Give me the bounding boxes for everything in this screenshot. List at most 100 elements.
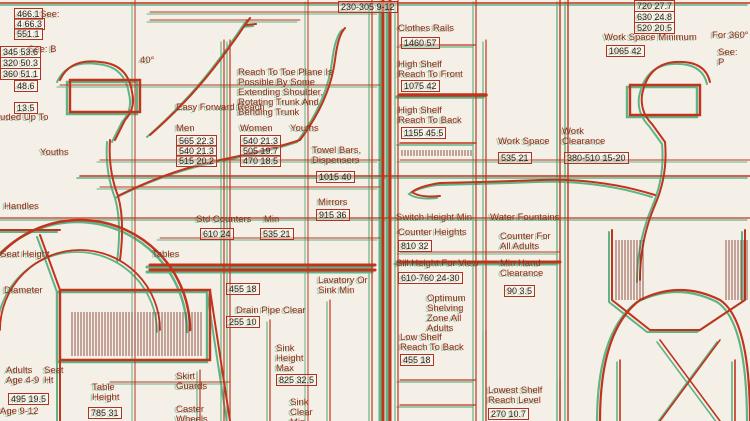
dim-wom-470: 470 18.5 xyxy=(240,155,282,167)
legs-right xyxy=(619,359,736,421)
label-table-height: Table Height xyxy=(92,382,120,403)
dim-top-551: 551.1 xyxy=(14,28,43,40)
ghost-wheel-left xyxy=(0,220,189,334)
left-center-guides xyxy=(223,39,231,421)
dim-front-1075: 1075 42 xyxy=(401,80,440,92)
ghost-counter-bar xyxy=(145,265,374,274)
dim-wsm-1065: 1065 42 xyxy=(606,45,645,57)
label-caster-wheels: Caster Wheels xyxy=(176,404,208,421)
label-easy-forward-reach: Easy Forward Reach xyxy=(176,102,265,113)
label-youths-left: Youths xyxy=(40,147,69,158)
dim-age-495: 495 19.5 xyxy=(8,393,50,405)
ghost-legs-right xyxy=(616,361,733,421)
dim-table-785: 785 31 xyxy=(88,407,122,419)
label-see-p: See: P xyxy=(718,47,738,68)
wheel-right xyxy=(598,288,750,421)
dim-hand-90: 90 3.5 xyxy=(504,285,536,297)
backrest-left xyxy=(39,234,61,421)
ghost-right-headset xyxy=(625,85,699,119)
dim-men-540: 540 21.3 xyxy=(176,145,218,157)
top-guides xyxy=(149,11,381,21)
wheel-left-inner xyxy=(0,249,161,331)
cross-brace-right xyxy=(659,339,721,421)
label-uded-up-to: uded Up To xyxy=(0,112,49,123)
label-water-fountains: Water Fountains xyxy=(490,212,560,223)
right-head xyxy=(640,60,711,143)
ghost-top-guides xyxy=(146,13,378,23)
label-towel-bars: Towel Bars, Dispensers xyxy=(312,145,362,166)
seat-hatch-right-a xyxy=(615,240,644,300)
dim-lowest-270: 270 10.7 xyxy=(488,408,530,420)
label-angle-40: 40° xyxy=(140,55,155,66)
label-see-top: See: xyxy=(40,9,60,20)
label-sink-clear-min: Sink Clear Min xyxy=(290,397,313,421)
label-seat-height: Seat Height xyxy=(0,249,50,260)
label-youths-top: Youths xyxy=(290,123,319,134)
center-wall xyxy=(381,0,392,421)
label-women: Women xyxy=(240,123,273,134)
ghost-right-guides xyxy=(556,1,566,421)
label-min-hand-clearance: Min Hand Clearance xyxy=(500,258,544,279)
label-high-shelf-back: High Shelf Reach To Back xyxy=(398,105,462,126)
ghost-cross-brace-right xyxy=(656,341,718,421)
label-work-space-minimum: Work Space Minimum xyxy=(604,32,697,43)
label-men: Men xyxy=(176,123,195,134)
label-switch-height-min: Switch Height Min xyxy=(396,212,473,223)
label-see-b: See: B xyxy=(28,44,57,55)
label-clothes-rails: Clothes Rails xyxy=(398,23,454,34)
label-lowest-shelf: Lowest Shelf Reach Level xyxy=(488,385,543,406)
leg-frame-left xyxy=(209,289,231,421)
label-sill-height: Sill Height For View xyxy=(396,258,479,269)
right-body xyxy=(639,141,667,281)
dim-towel-1015: 1015 40 xyxy=(316,171,355,183)
label-handles: Handles xyxy=(4,201,39,212)
dim-sink-825: 825 32.5 xyxy=(276,374,318,386)
label-low-shelf-back: Low Shelf Reach To Back xyxy=(400,332,464,353)
dim-top-466b: 4 66.3 xyxy=(14,18,46,30)
label-age-9-12: Age 9-12 xyxy=(0,406,39,417)
dim-wom-505: 505 19.7 xyxy=(240,145,282,157)
dim-men-515: 515 20.2 xyxy=(176,155,218,167)
ghost-seat-frame-right xyxy=(608,231,743,333)
left-headset xyxy=(68,78,142,114)
label-counter-all-adults: Counter For All Adults xyxy=(500,231,551,252)
dim-drain-255: 255 10 xyxy=(226,316,260,328)
shelf-hatch xyxy=(401,150,472,156)
label-skirt-guards: Skirt Guards xyxy=(176,371,208,392)
left-head xyxy=(59,60,135,141)
dim-std-610: 610 24 xyxy=(200,228,234,240)
dim-men-565: 565 22.3 xyxy=(176,135,218,147)
dim-left-360: 360 51.1 xyxy=(0,68,42,80)
label-reach-to-toe: Reach To Toe Plane Is Possible By Some E… xyxy=(238,67,333,118)
label-mirrors: Mirrors xyxy=(318,197,348,208)
label-sink-height-max: Sink Height Max xyxy=(276,343,304,374)
dim-sill-610: 610-760 24-30 xyxy=(398,272,463,284)
dim-wc-380: 380-510 15-20 xyxy=(564,152,629,164)
ghost-lower-guides-right xyxy=(482,331,558,421)
dim-left-13: 13.5 xyxy=(14,102,38,114)
dim-low-455: 455 18 xyxy=(400,354,434,366)
label-work-clearance: Work Clearance xyxy=(562,126,606,147)
label-min: Min xyxy=(264,214,280,225)
dim-top-520: 520 20.5 xyxy=(634,22,676,34)
dim-ws-535: 535 21 xyxy=(498,152,532,164)
ghost-shelf-lines-low xyxy=(396,381,474,408)
right-hand xyxy=(410,182,441,198)
left-hand xyxy=(244,17,257,26)
ghost-left-headset xyxy=(65,80,139,116)
dim-left-48: 48.6 xyxy=(14,80,38,92)
right-arm xyxy=(439,178,656,196)
ghost-right-hand xyxy=(407,184,438,200)
label-adults-age: Adults Age 4-9 xyxy=(6,365,40,386)
dim-lav-455: 455 18 xyxy=(226,283,260,295)
counter-bar xyxy=(148,263,377,272)
dim-top-230: 230-305 9-12 xyxy=(338,1,398,13)
ghost-right-arm xyxy=(436,180,653,198)
label-work-space: Work Space xyxy=(498,136,550,147)
dim-mirror-915: 915 36 xyxy=(316,209,350,221)
ghost-backrest-left xyxy=(36,236,58,421)
label-drain-pipe-clear: Drain Pipe Clear xyxy=(236,305,306,316)
seat-hatch-left xyxy=(71,312,202,356)
label-std-counters: Std Counters xyxy=(196,214,252,225)
